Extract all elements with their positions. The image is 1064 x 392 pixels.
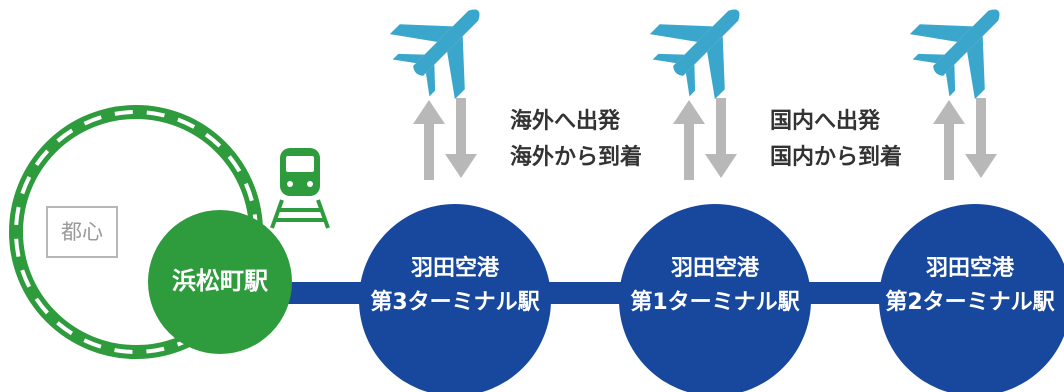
terminal-icons-3 bbox=[909, 9, 1000, 180]
station-hamamatsucho bbox=[148, 210, 292, 354]
arrow-up-icon bbox=[413, 100, 445, 180]
tokyo-center-label: 都心 bbox=[46, 206, 118, 258]
arrow-up-icon bbox=[673, 100, 705, 180]
terminal-icons-2 bbox=[649, 9, 740, 180]
arrow-down-icon bbox=[705, 98, 737, 178]
arrow-down-icon bbox=[965, 98, 997, 178]
station-t2 bbox=[879, 204, 1064, 392]
station-t1 bbox=[619, 204, 811, 392]
arrow-up-icon bbox=[933, 100, 965, 180]
terminal-icons-1 bbox=[389, 9, 480, 180]
note-international: 海外へ出発 海外から到着 bbox=[510, 109, 643, 170]
airplane-icon bbox=[649, 9, 740, 100]
airplane-icon bbox=[909, 9, 1000, 100]
station-t3 bbox=[359, 204, 551, 392]
arrow-down-icon bbox=[445, 98, 477, 178]
note-domestic: 国内へ出発 国内から到着 bbox=[770, 109, 903, 170]
airplane-icon bbox=[389, 9, 480, 100]
station-label-t3: 羽田空港 第3ターミナル駅 bbox=[370, 256, 540, 315]
station-label-t2: 羽田空港 第2ターミナル駅 bbox=[885, 256, 1055, 315]
train-icon bbox=[270, 148, 330, 229]
station-label-t1: 羽田空港 第1ターミナル駅 bbox=[630, 256, 800, 315]
station-label-hamamatsucho: 浜松町駅 bbox=[172, 267, 268, 295]
